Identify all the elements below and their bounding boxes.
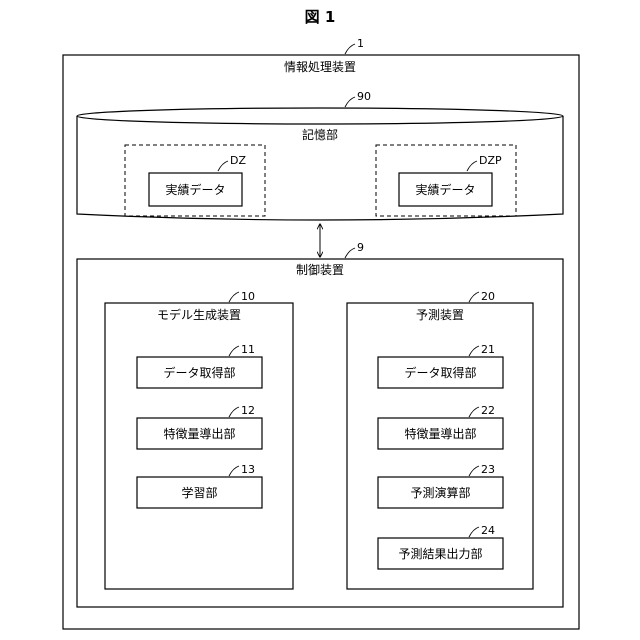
predictor-ref: 20 [481, 290, 495, 303]
model-gen-ref: 10 [241, 290, 255, 303]
device-ref-leader [345, 44, 355, 54]
data-acquisition-label-21: データ取得部 [404, 365, 476, 380]
prediction-calc-label-23: 予測演算部 [410, 485, 470, 500]
device-label: 情報処理装置 [284, 60, 356, 74]
device-ref: 1 [357, 37, 364, 50]
storage-ref: 90 [357, 90, 371, 103]
prediction-output-label-24: 予測結果出力部 [398, 546, 482, 561]
dzp-ref: DZP [479, 154, 502, 167]
ref-12: 12 [241, 404, 255, 417]
data-acquisition-label-11: データ取得部 [163, 365, 235, 380]
figure-title: 図 1 [305, 8, 336, 26]
learning-label-13: 学習部 [181, 485, 217, 500]
ref-21: 21 [481, 343, 495, 356]
ref-13: 13 [241, 463, 255, 476]
actual-data-label-dzp: 実績データ [415, 182, 475, 197]
ref-23: 23 [481, 463, 495, 476]
ref-11: 11 [241, 343, 255, 356]
storage-label: 記憶部 [302, 127, 338, 142]
actual-data-label-dz: 実績データ [165, 182, 225, 197]
control-label: 制御装置 [296, 262, 344, 277]
feature-derivation-label-22: 特徴量導出部 [404, 426, 476, 441]
feature-derivation-label-12: 特徴量導出部 [163, 426, 235, 441]
predictor-label: 予測装置 [416, 308, 464, 322]
control-ref: 9 [357, 241, 364, 254]
ref-24: 24 [481, 524, 495, 537]
dz-ref: DZ [230, 154, 246, 167]
ref-22: 22 [481, 404, 495, 417]
model-gen-label: モデル生成装置 [157, 307, 241, 322]
